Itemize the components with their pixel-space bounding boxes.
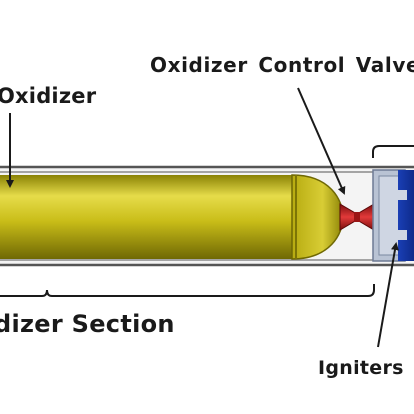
igniters-label: Igniters: [318, 357, 404, 379]
fuel-grain: [395, 170, 414, 261]
oxidizer-label: Oxidizer: [0, 84, 97, 108]
oxidizer-section-bracket: [0, 284, 375, 297]
valve-arrow: [297, 87, 346, 195]
oxidizer-control-valve-label: Oxidizer Control Valve: [150, 53, 414, 77]
oxidizer-tank: [0, 174, 344, 260]
oxidizer-section-label: dizer Section: [0, 310, 175, 338]
igniters-arrow: [377, 242, 399, 348]
motor-section-bracket: [372, 145, 414, 158]
